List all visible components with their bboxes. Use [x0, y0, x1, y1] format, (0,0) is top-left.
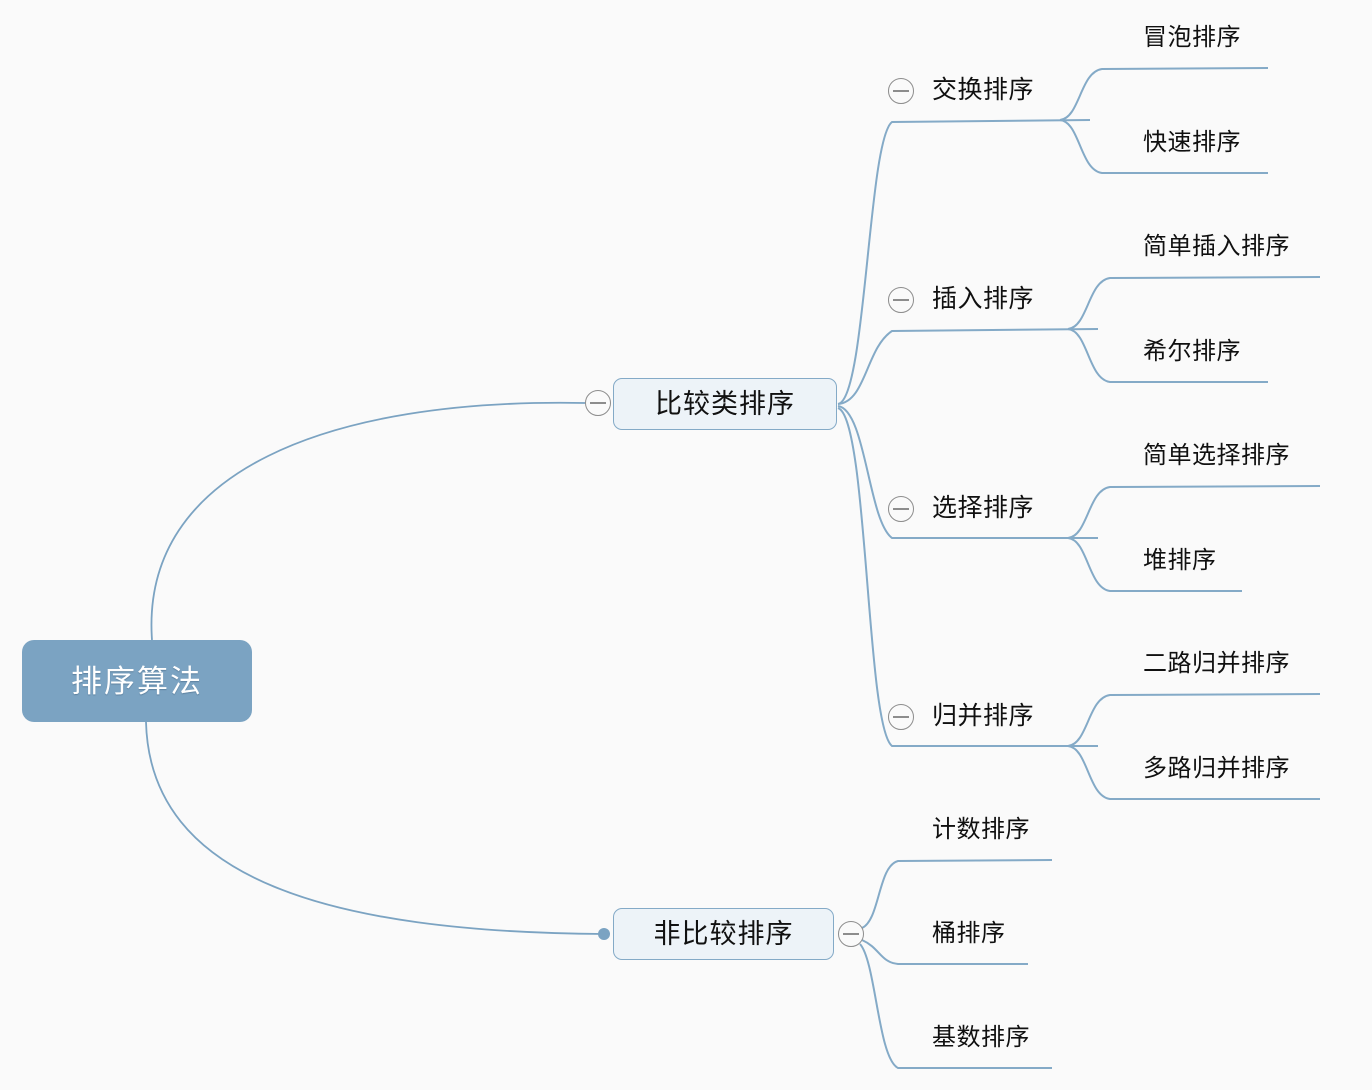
toggle-compare[interactable] [585, 390, 611, 416]
leaf-node-shell-sort-label: 希尔排序 [1143, 339, 1241, 365]
subbranch-node-merge[interactable]: 归并排序 [932, 701, 1034, 731]
leaf-node-quick-sort-label: 快速排序 [1143, 130, 1241, 156]
leaf-node-bucket-sort[interactable]: 桶排序 [932, 919, 1006, 949]
leaf-node-bucket-sort-label: 桶排序 [932, 921, 1006, 947]
edge-exchange-to-bubble [1059, 67, 1269, 121]
toggle-insert[interactable] [888, 287, 914, 313]
subbranch-node-select[interactable]: 选择排序 [932, 493, 1034, 523]
subbranch-node-insert-label: 插入排序 [932, 285, 1035, 313]
leaf-node-bubble-sort-label: 冒泡排序 [1143, 25, 1241, 51]
edge-select-to-simple-select [1067, 485, 1321, 539]
leaf-node-quick-sort[interactable]: 快速排序 [1143, 128, 1241, 158]
root-node[interactable]: 排序算法 [22, 640, 252, 722]
edge-compare-to-insert [837, 328, 1099, 405]
edge-compare-to-exchange [837, 119, 1091, 405]
edge-compare-to-merge [837, 407, 1098, 747]
branch-node-noncompare-label: 非比较排序 [653, 918, 794, 949]
leaf-node-heap-sort[interactable]: 堆排序 [1143, 546, 1217, 576]
subbranch-node-insert[interactable]: 插入排序 [932, 284, 1034, 314]
toggle-merge[interactable] [888, 704, 914, 730]
toggle-exchange[interactable] [888, 78, 914, 104]
leaf-node-simple-insertion-sort-label: 简单插入排序 [1143, 234, 1290, 260]
edge-noncompare-to-counting [861, 859, 1053, 929]
root-node-label: 排序算法 [71, 663, 203, 699]
leaf-node-two-way-merge-sort-label: 二路归并排序 [1143, 651, 1290, 677]
leaf-node-radix-sort-label: 基数排序 [932, 1025, 1030, 1051]
leaf-node-simple-insertion-sort[interactable]: 简单插入排序 [1143, 232, 1290, 262]
edge-root-to-noncompare [145, 721, 605, 935]
subbranch-node-select-label: 选择排序 [932, 494, 1035, 522]
branch-node-compare[interactable]: 比较类排序 [613, 378, 837, 430]
leaf-node-bubble-sort[interactable]: 冒泡排序 [1143, 23, 1241, 53]
toggle-noncompare[interactable] [838, 921, 864, 947]
leaf-node-radix-sort[interactable]: 基数排序 [932, 1023, 1030, 1053]
leaf-node-multi-way-merge-sort-label: 多路归并排序 [1143, 756, 1290, 782]
leaf-node-two-way-merge-sort[interactable]: 二路归并排序 [1143, 649, 1290, 679]
leaf-node-shell-sort[interactable]: 希尔排序 [1143, 337, 1241, 367]
toggle-select[interactable] [888, 496, 914, 522]
leaf-node-simple-selection-sort[interactable]: 简单选择排序 [1143, 441, 1290, 471]
subbranch-node-exchange-label: 交换排序 [932, 76, 1035, 104]
branch-node-noncompare[interactable]: 非比较排序 [613, 908, 834, 960]
branch-node-compare-label: 比较类排序 [655, 388, 795, 419]
leaf-node-counting-sort-label: 计数排序 [932, 817, 1030, 843]
subbranch-node-merge-label: 归并排序 [932, 702, 1035, 730]
leaf-node-counting-sort[interactable]: 计数排序 [932, 815, 1030, 845]
edge-root-to-compare [150, 401, 586, 641]
edge-merge-to-two-way [1067, 693, 1321, 747]
leaf-node-heap-sort-label: 堆排序 [1143, 548, 1217, 574]
edge-insert-to-simple-insert [1067, 276, 1321, 330]
leaf-node-simple-selection-sort-label: 简单选择排序 [1143, 443, 1290, 469]
leaf-node-multi-way-merge-sort[interactable]: 多路归并排序 [1143, 754, 1290, 784]
connector-dot-noncompare [598, 928, 610, 940]
subbranch-node-exchange[interactable]: 交换排序 [932, 75, 1034, 105]
